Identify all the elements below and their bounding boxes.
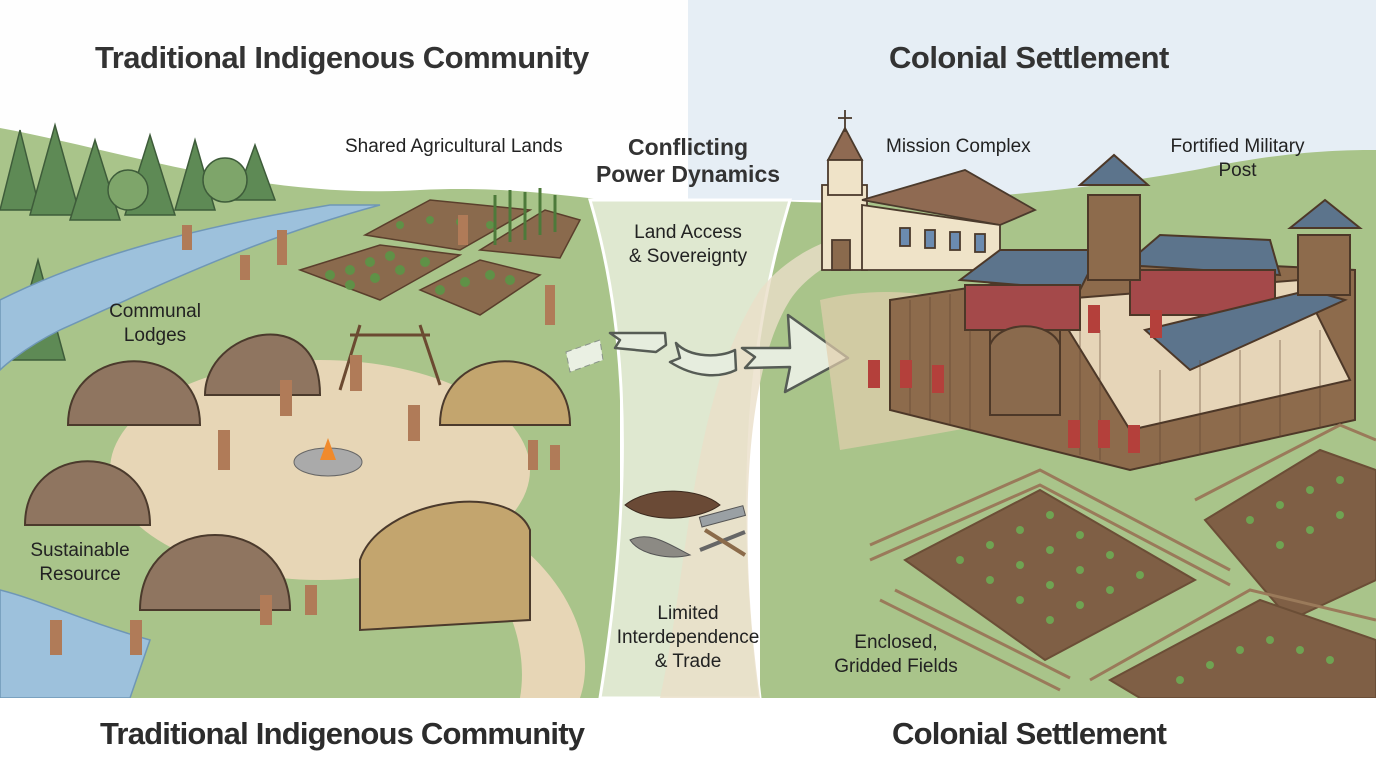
- land-access-label: Land Access & Sovereignty: [598, 221, 778, 269]
- footer-band: [0, 698, 1376, 768]
- sustainable-resource-label: Sustainable Resource: [18, 539, 142, 587]
- land-access-line2: & Sovereignty: [628, 246, 748, 267]
- enclosed-fields-label: Enclosed, Gridded Fields: [826, 631, 966, 679]
- trade-label: Limited Interdependence & Trade: [598, 602, 778, 674]
- illustration-scene: [0, 110, 1376, 698]
- lodges-line2: Lodges: [123, 325, 187, 346]
- fortified-post-label: Fortified Military Post: [1160, 135, 1315, 183]
- footer-right-title: Colonial Settlement: [892, 716, 1167, 751]
- center-heading-line1: Conflicting: [627, 134, 749, 160]
- land-access-line1: Land Access: [634, 222, 742, 243]
- fields-line1: Enclosed,: [854, 632, 938, 653]
- communal-lodges-label: Communal Lodges: [95, 300, 215, 348]
- mission-complex-label: Mission Complex: [886, 136, 1031, 157]
- center-heading-line2: Power Dynamics: [595, 161, 781, 187]
- footer-left-title: Traditional Indigenous Community: [100, 716, 585, 751]
- fort-line2: Post: [1218, 160, 1257, 181]
- shared-fields-label: Shared Agricultural Lands: [345, 136, 563, 157]
- right-section-title: Colonial Settlement: [889, 40, 1169, 75]
- left-sky-background: [0, 0, 688, 130]
- trade-line2: Interdependence: [616, 627, 760, 648]
- fort-line1: Fortified Military: [1170, 136, 1305, 157]
- fields-line2: Gridded Fields: [834, 656, 958, 677]
- center-heading: Conflicting Power Dynamics: [588, 134, 788, 188]
- trade-line3: & Trade: [654, 651, 722, 672]
- lodges-line1: Communal: [109, 301, 201, 322]
- trade-line1: Limited: [657, 603, 719, 624]
- resource-line2: Resource: [39, 564, 121, 585]
- resource-line1: Sustainable: [30, 540, 130, 561]
- left-section-title: Traditional Indigenous Community: [95, 40, 589, 75]
